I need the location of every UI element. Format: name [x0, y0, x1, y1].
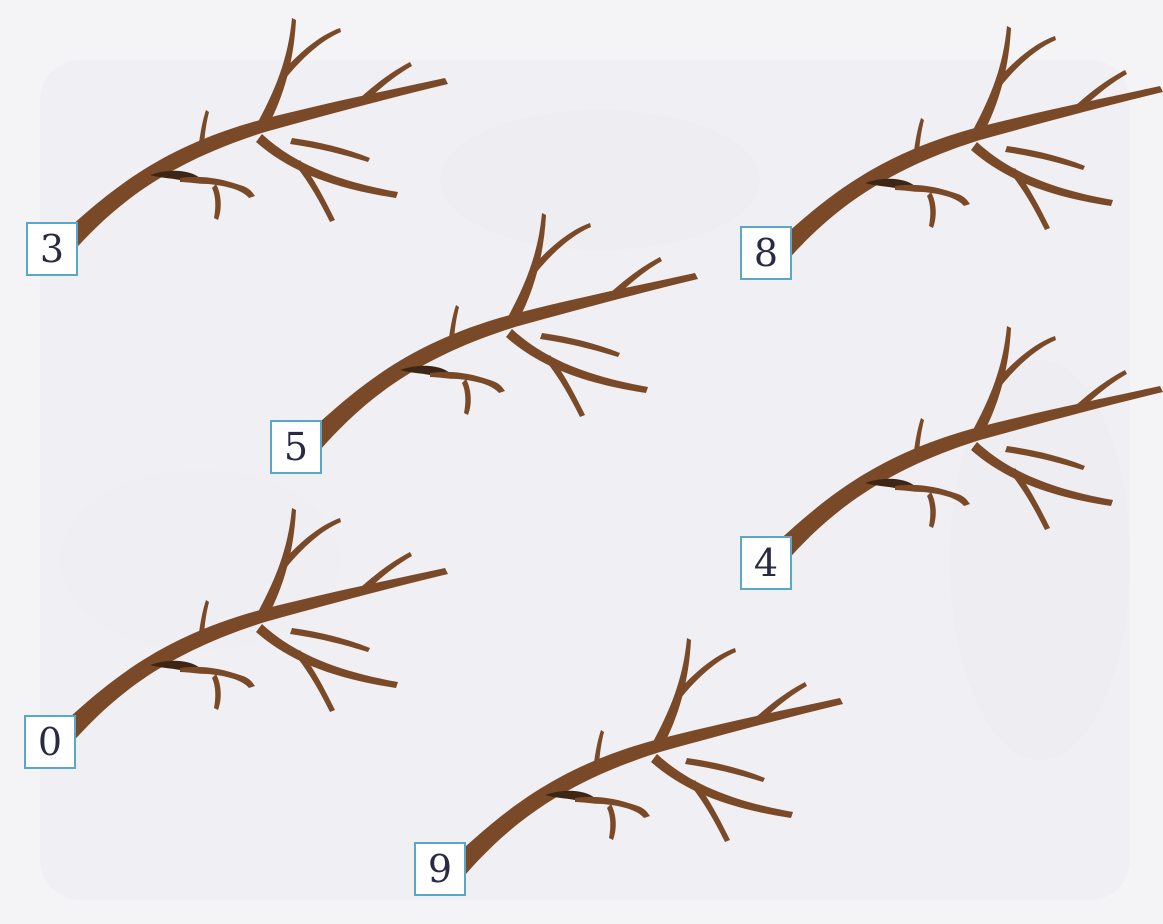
- number-label: 5: [283, 425, 309, 469]
- number-label: 9: [427, 847, 453, 891]
- branch-0: [30, 500, 460, 745]
- branch-illustration: [765, 326, 1163, 563]
- number-label: 3: [39, 227, 65, 271]
- number-box-0: 0: [24, 715, 76, 769]
- number-label: 8: [753, 231, 779, 275]
- branch-illustration: [445, 638, 843, 875]
- number-box-5: 5: [270, 420, 322, 474]
- number-box-8: 8: [740, 226, 792, 280]
- number-box-4: 4: [740, 536, 792, 590]
- number-box-9: 9: [414, 842, 466, 896]
- number-label: 4: [753, 541, 779, 585]
- branch-8: [745, 18, 1163, 263]
- branch-9: [425, 630, 855, 875]
- number-label: 0: [37, 720, 63, 764]
- branch-illustration: [765, 26, 1163, 263]
- branch-4: [745, 318, 1163, 563]
- number-box-3: 3: [26, 222, 78, 276]
- branch-illustration: [300, 213, 698, 450]
- branch-illustration: [50, 508, 448, 745]
- branch-5: [280, 205, 710, 450]
